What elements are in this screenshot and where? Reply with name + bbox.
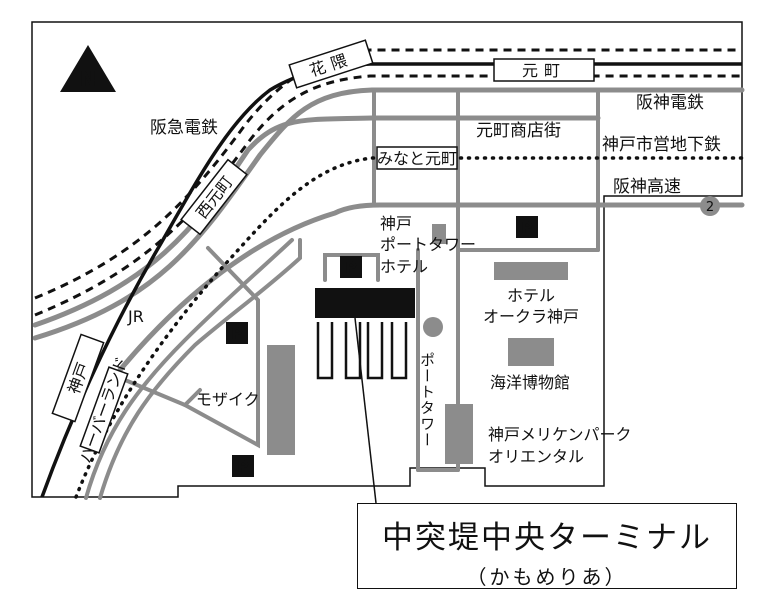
station-motomachi-label: 元町 xyxy=(522,61,566,80)
terminal-name: 中突堤中央ターミナル xyxy=(382,520,712,556)
port-tower-vertical-label: ポートタワー xyxy=(418,352,436,448)
meriken-label-1: 神戸メリケンパーク xyxy=(488,425,632,444)
parking-icon-4: P xyxy=(232,455,254,477)
motomachi-shotengai-label: 元町商店街 xyxy=(476,121,561,141)
parking-label: P xyxy=(345,258,357,277)
station-motomachi: 元町 xyxy=(493,58,595,82)
mosaic-label: モザイク xyxy=(196,390,260,409)
hanshin-dashed xyxy=(34,74,742,317)
parking-icon-3: P xyxy=(226,322,248,344)
parking-lane xyxy=(323,253,380,282)
north-arrow-icon xyxy=(60,45,116,92)
hankyu-label: 阪急電鉄 xyxy=(150,118,218,138)
terminal-pointer xyxy=(354,317,377,504)
subway-label: 神戸市営地下鉄 xyxy=(602,135,721,155)
parking-label: P xyxy=(237,457,249,476)
station-minato-motomachi: みなと元町 xyxy=(376,146,458,170)
jr-label: JR xyxy=(127,307,144,326)
parking-label: P xyxy=(231,324,243,343)
meriken-label-2: オリエンタル xyxy=(488,447,584,466)
maritime-museum-label: 海洋博物館 xyxy=(490,373,570,392)
hanshin-expressway-label: 阪神高速 xyxy=(613,177,681,197)
route2-circle xyxy=(700,196,720,216)
parking-icons: P P P P xyxy=(226,216,538,477)
parking-icon-1: P xyxy=(516,216,538,238)
port-tower-icon xyxy=(423,317,443,337)
road-second xyxy=(32,115,601,328)
terminal-nickname: （かもめりあ） xyxy=(466,565,628,589)
road-coastal xyxy=(98,238,302,500)
maritime-museum-building xyxy=(508,338,554,366)
road-coastal-2 xyxy=(84,238,294,500)
port-tower-hotel-label-1: 神戸 xyxy=(380,214,412,233)
buildings xyxy=(267,224,568,504)
mosaic-loop xyxy=(181,246,260,449)
hotel-okura-building xyxy=(494,262,568,280)
terminal-label-box: 中突堤中央ターミナル （かもめりあ） xyxy=(357,503,737,589)
parking-icon-2: P xyxy=(340,256,362,278)
north-arrow: N xyxy=(60,45,116,92)
hotel-okura-label-2: オークラ神戸 xyxy=(483,307,579,326)
mosaic-building xyxy=(267,345,295,455)
road-route2 xyxy=(117,202,745,373)
parking-label: P xyxy=(521,218,533,237)
hanshin-electric-label: 阪神電鉄 xyxy=(636,93,704,113)
terminal-building xyxy=(315,288,415,318)
meriken-hotel-building xyxy=(445,404,473,464)
port-tower-hotel-label-3: ホテル xyxy=(380,257,428,276)
port-tower-hotel-label-2: ポートタワー xyxy=(380,235,476,254)
route-number-label: 2 xyxy=(706,200,714,215)
north-label: N xyxy=(80,67,97,91)
hotel-okura-label-1: ホテル xyxy=(507,286,555,305)
station-minato-motomachi-label: みなと元町 xyxy=(377,149,457,168)
port-tower-hotel-building xyxy=(432,224,446,244)
terminal-piers xyxy=(316,322,408,380)
